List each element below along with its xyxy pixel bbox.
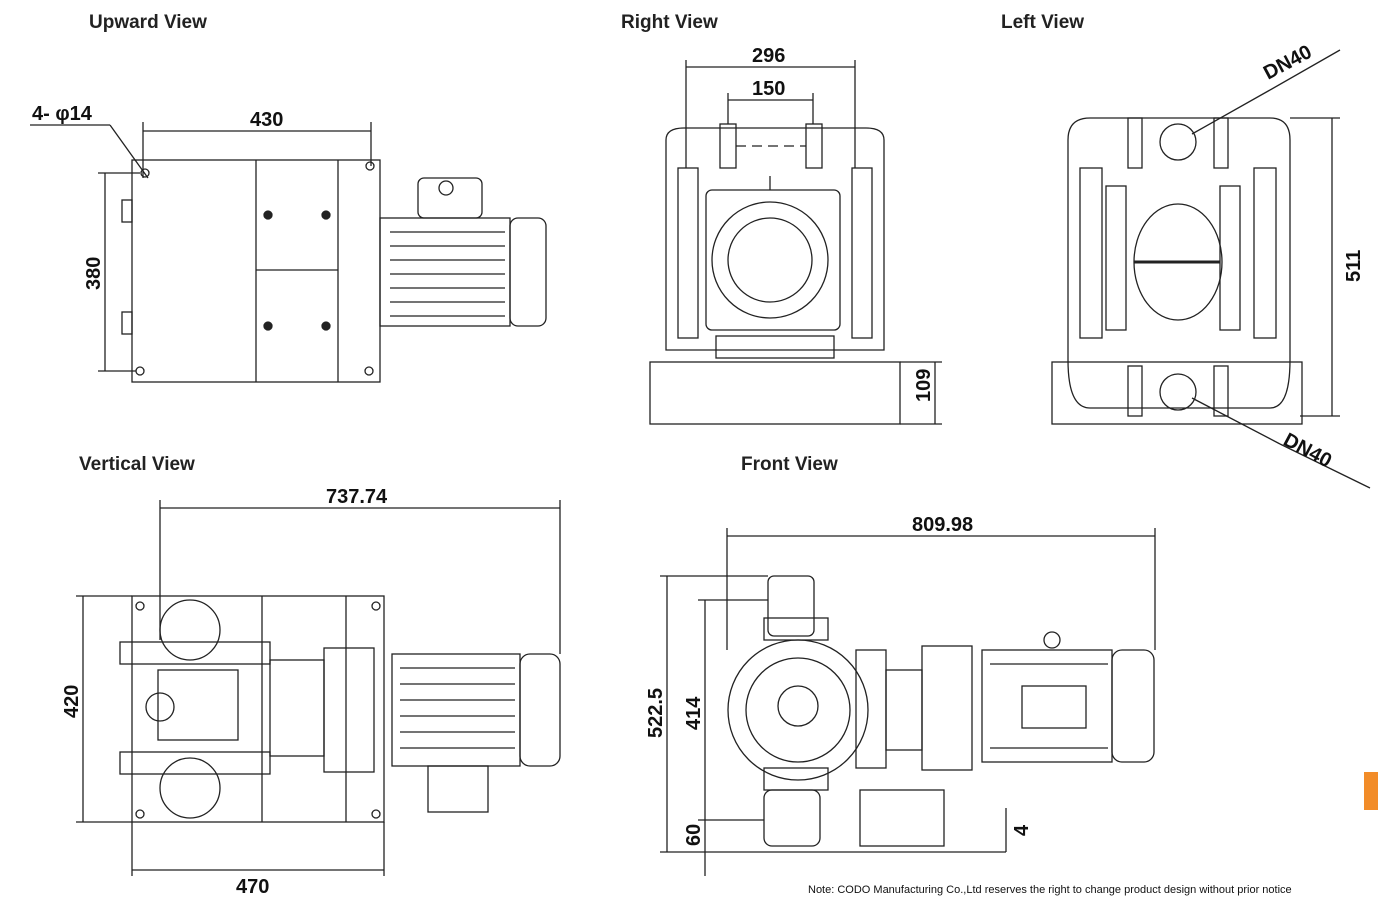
upward-view-drawing [30, 122, 547, 383]
dim-420: 420 [61, 685, 83, 718]
dim-dn40-bottom: DN40 [1280, 429, 1335, 472]
right-view-drawing [649, 60, 942, 425]
dim-511: 511 [1343, 250, 1365, 282]
disclaimer-note: Note: CODO Manufacturing Co.,Ltd reserve… [808, 884, 1292, 896]
vertical-view-drawing [76, 500, 561, 876]
dim-470: 470 [236, 876, 269, 897]
dim-109: 109 [913, 369, 935, 402]
dim-hole-diameter: 4- φ14 [32, 103, 93, 125]
dim-414: 414 [683, 696, 705, 730]
upward-view-title: Upward View [89, 12, 207, 33]
dim-380: 380 [83, 257, 105, 290]
dim-4: 4 [1011, 824, 1033, 836]
front-view-title: Front View [741, 454, 838, 475]
dim-737: 737.74 [326, 486, 388, 508]
dim-dn40-top: DN40 [1260, 41, 1315, 84]
dim-60: 60 [683, 824, 705, 846]
accent-tab [1364, 772, 1378, 810]
dim-522: 522.5 [645, 688, 667, 738]
dim-809: 809.98 [912, 514, 973, 536]
left-view-drawing [1051, 49, 1371, 489]
dim-430: 430 [250, 109, 283, 131]
left-view-title: Left View [1001, 12, 1085, 33]
dim-296: 296 [752, 45, 785, 67]
dim-150: 150 [752, 78, 785, 100]
vertical-view-title: Vertical View [79, 454, 195, 475]
right-view-title: Right View [621, 12, 718, 33]
front-view-drawing [660, 528, 1156, 876]
